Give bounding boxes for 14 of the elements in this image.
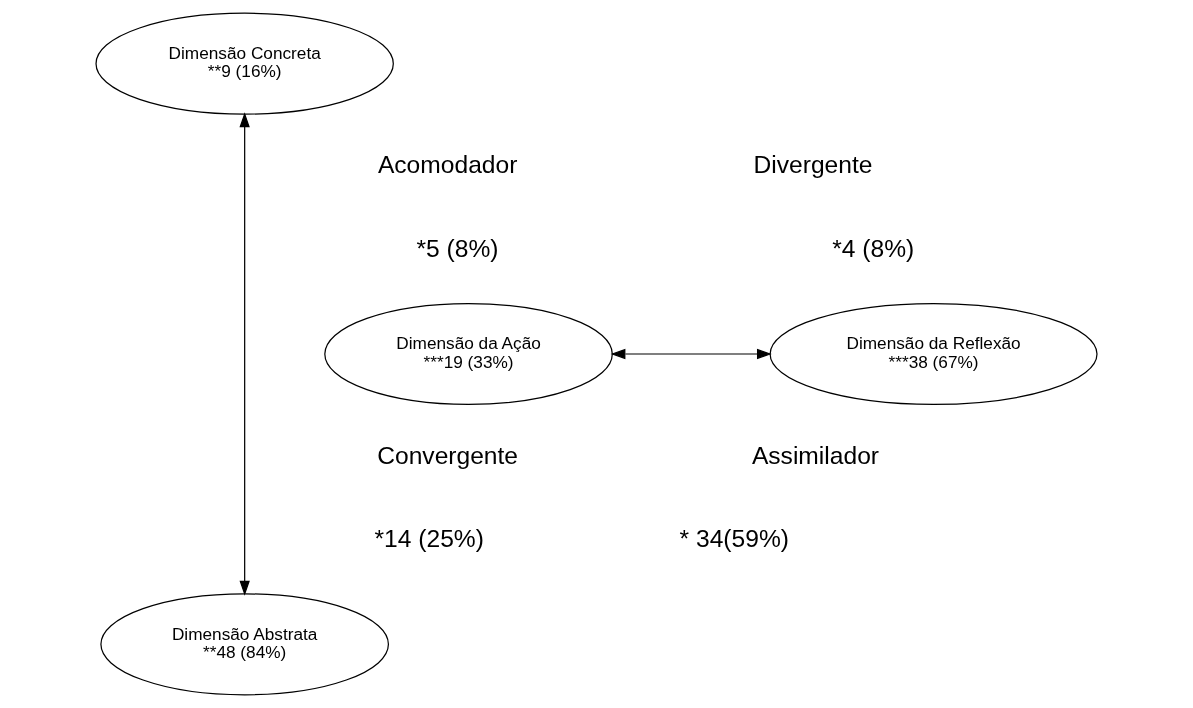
label: *14 (25%): [374, 525, 484, 553]
node-ellipse: Dimensão Abstrata **48 (84%): [100, 593, 390, 696]
label: *5 (8%): [416, 234, 499, 262]
label: Acomodador: [377, 151, 518, 179]
label: Divergente: [753, 151, 873, 179]
node-ellipse: Dimensão da Ação ***19 (33%): [324, 302, 613, 406]
label: * 34(59%): [679, 525, 789, 553]
label: Convergente: [377, 441, 519, 469]
node-ellipse: Dimensão da Reflexão ***38 (67%): [769, 302, 1098, 406]
arrow: [610, 348, 772, 360]
label: *4 (8%): [832, 234, 915, 262]
node-ellipse: Dimensão Concreta **9 (16%): [95, 12, 394, 115]
label: Assimilador: [751, 441, 880, 469]
arrow: [239, 112, 250, 596]
